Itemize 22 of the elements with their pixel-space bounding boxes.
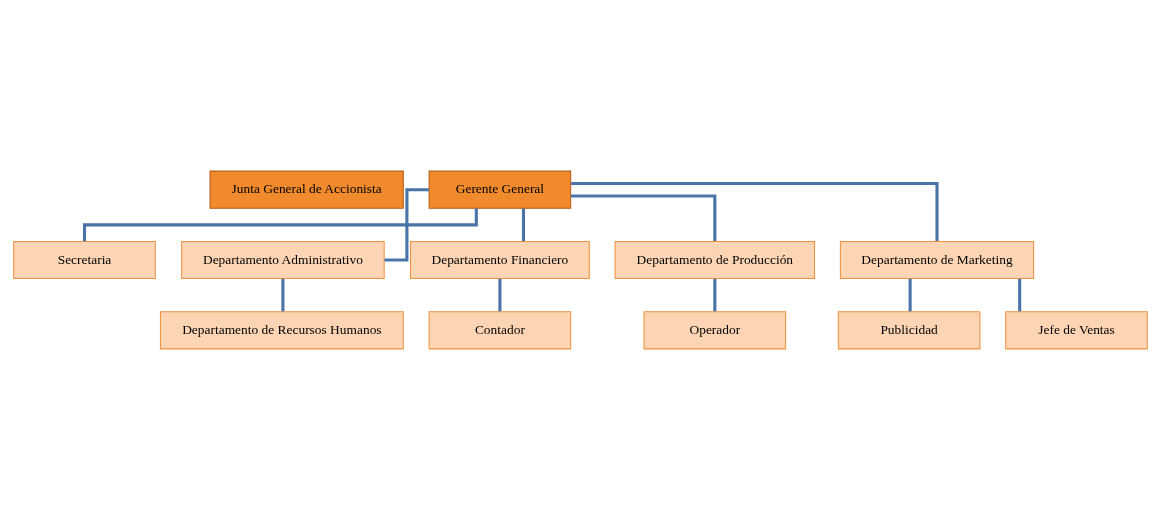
node-box: Departamento Financiero [410,240,590,280]
node-box: Operador [643,311,787,350]
connector [82,208,478,242]
node-box: Contador [428,311,572,350]
node-box: Gerente General [428,170,572,209]
node-box: Departamento de Recursos Humanos [159,311,404,350]
connector [713,278,717,312]
connector [908,278,912,312]
node-box: Publicidad [837,311,981,350]
node-box: Jefe de Ventas [1005,311,1148,350]
node-box: Departamento Administrativo [181,240,385,280]
connector [384,188,429,262]
connector [571,182,939,242]
node-box: Junta General de Accionista [209,170,404,209]
connector [1018,278,1022,312]
connector [570,194,717,242]
connector [521,208,526,242]
node-box: Departamento de Marketing [839,240,1035,280]
node-box: Secretaria [13,240,156,280]
connector [498,278,502,312]
connector [281,278,285,312]
node-box: Departamento de Producción [614,240,816,280]
